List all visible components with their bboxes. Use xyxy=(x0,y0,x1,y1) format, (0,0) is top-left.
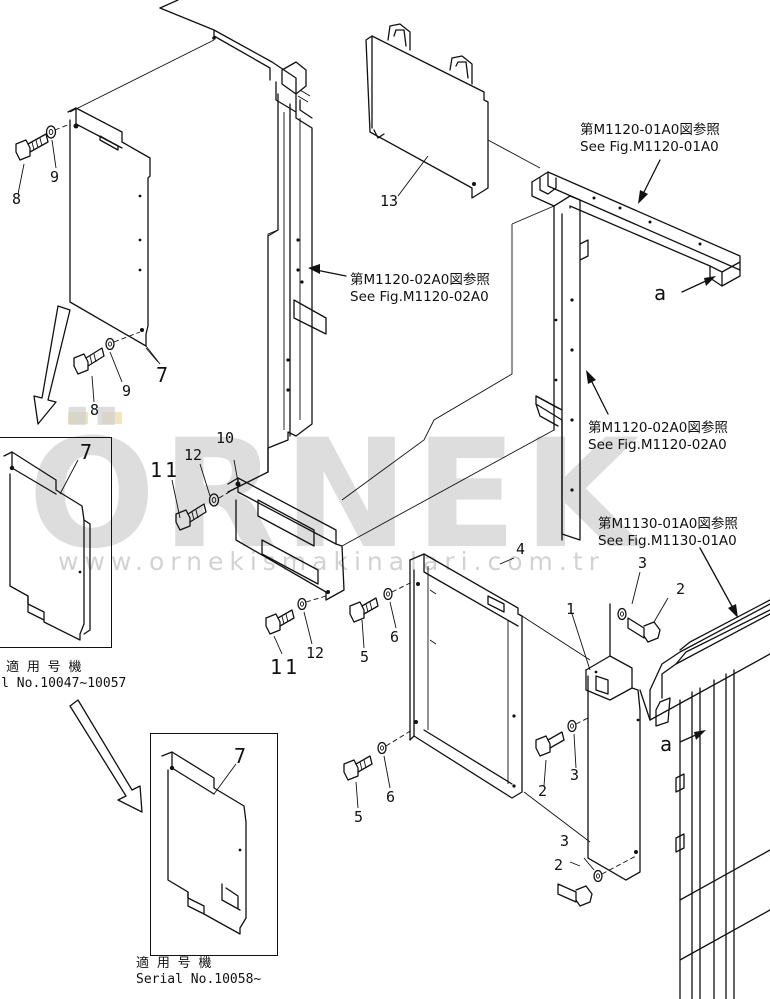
serial-jp: 適 用 号 機 xyxy=(136,956,212,971)
washer-3-middle xyxy=(567,719,577,733)
bracket-10 xyxy=(227,477,345,601)
arrow-to-inset-1 xyxy=(33,305,71,425)
label-part-4: 4 xyxy=(516,540,526,558)
washer-12-upper xyxy=(208,493,220,507)
serial-note-inset1: 適 用 号 機 Serial No.10047~10057 xyxy=(0,660,126,692)
label-part-8-upper: 8 xyxy=(12,190,22,208)
label-part-11-lower: 11 xyxy=(270,655,301,679)
bolt-2-top xyxy=(627,617,661,643)
watermark-umlaut xyxy=(68,412,128,424)
label-part-10: 10 xyxy=(216,429,235,447)
label-part-7-main: 7 xyxy=(156,363,169,387)
label-part-3-top: 3 xyxy=(638,554,648,572)
bolt-11-upper xyxy=(175,503,207,531)
leader-bolt-8-upper xyxy=(54,123,71,131)
reference-jp: 第M1130-01A0図参照 xyxy=(598,516,738,532)
reference-m1120-02a0-lower: 第M1120-02A0図参照 See Fig.M1120-02A0 xyxy=(588,420,728,454)
reference-m1130-01a0: 第M1130-01A0図参照 See Fig.M1130-01A0 xyxy=(598,516,738,550)
reference-arrows xyxy=(308,159,738,743)
label-part-11-upper: 11 xyxy=(150,458,181,482)
reference-jp: 第M1120-01A0図参照 xyxy=(580,122,720,138)
label-part-6-lower: 6 xyxy=(386,788,396,806)
bolt-5-upper xyxy=(349,597,379,623)
leader-13 xyxy=(487,139,541,169)
washer-6-upper xyxy=(383,587,393,601)
label-part-3-middle: 3 xyxy=(570,766,580,784)
connect-line-1 xyxy=(267,229,279,448)
inset-frame-2 xyxy=(150,733,278,956)
reference-en: See Fig.M1130-01A0 xyxy=(598,533,737,549)
inset-frame-1 xyxy=(0,437,112,648)
serial-note-inset2: 適 用 号 機 Serial No.10058~ xyxy=(136,956,261,988)
connect-line-3 xyxy=(511,205,555,225)
label-part-12-lower: 12 xyxy=(306,644,325,662)
label-part-9-upper: 9 xyxy=(50,168,60,186)
washer-3-top xyxy=(617,607,627,621)
reference-m1120-01a0: 第M1120-01A0図参照 See Fig.M1120-01A0 xyxy=(580,122,720,156)
reference-jp: 第M1120-02A0図参照 xyxy=(588,420,728,436)
label-part-7-inset2: 7 xyxy=(234,744,247,768)
bolt-2-middle xyxy=(535,731,565,757)
serial-en: Serial No.10058~ xyxy=(136,972,262,987)
washer-3-bottom xyxy=(593,869,603,883)
label-part-12-upper: 12 xyxy=(184,446,203,464)
reference-en: See Fig.M1120-01A0 xyxy=(580,139,719,155)
reference-m1120-02a0-upper: 第M1120-02A0図参照 See Fig.M1120-02A0 xyxy=(350,272,490,306)
label-part-13: 13 xyxy=(380,192,399,210)
watermark-brand: ÖRNEK xyxy=(28,408,646,582)
reference-en: See Fig.M1120-02A0 xyxy=(350,289,489,305)
bolt-5-lower xyxy=(343,755,373,781)
right-frame-column xyxy=(535,195,589,541)
bolt-2-bottom xyxy=(557,883,593,907)
washer-12-lower xyxy=(297,597,307,611)
center-frame-column xyxy=(159,0,327,493)
top-right-beam xyxy=(531,171,741,287)
label-part-1: 1 xyxy=(566,600,576,618)
label-part-7-inset1: 7 xyxy=(80,440,93,464)
inset2-panel xyxy=(161,751,247,935)
inset1-panel xyxy=(3,451,91,641)
label-arrow-a-top: a xyxy=(654,281,667,305)
leader-bolt-8-lower xyxy=(113,331,141,343)
label-part-8-lower: 8 xyxy=(90,401,100,419)
washer-9-lower xyxy=(105,337,115,351)
serial-en: Serial No.10047~10057 xyxy=(0,676,127,691)
label-part-9-lower: 9 xyxy=(122,382,132,400)
leader-lines xyxy=(17,139,669,871)
panel-1 xyxy=(585,603,641,881)
label-part-5-upper: 5 xyxy=(360,648,370,666)
watermark-url: www.ornekismakinalari.com.tr xyxy=(58,547,605,576)
reference-jp: 第M1120-02A0図参照 xyxy=(350,272,490,288)
right-lower-frame xyxy=(639,599,770,999)
washer-9-upper xyxy=(45,125,57,139)
serial-jp: 適 用 号 機 xyxy=(6,660,82,675)
connect-line-2 xyxy=(341,429,555,547)
washer-6-lower xyxy=(377,741,387,755)
leader-top-left xyxy=(69,39,215,113)
bolt-8-lower xyxy=(73,347,105,375)
label-part-2-top: 2 xyxy=(676,580,686,598)
panel-4 xyxy=(409,553,523,799)
arrow-to-inset-2 xyxy=(69,699,143,813)
bolt-8-upper xyxy=(15,133,49,161)
label-part-5-lower: 5 xyxy=(354,808,364,826)
reference-en: See Fig.M1120-02A0 xyxy=(588,437,727,453)
label-part-2-middle: 2 xyxy=(538,782,548,800)
cover-13 xyxy=(365,23,489,199)
label-part-3-bottom: 3 xyxy=(560,832,570,850)
left-cover-panel xyxy=(67,107,151,347)
bolt-11-lower xyxy=(265,609,295,635)
label-part-6-upper: 6 xyxy=(390,628,400,646)
label-part-2-bottom: 2 xyxy=(554,856,564,874)
label-arrow-a-bottom: a xyxy=(660,732,673,756)
